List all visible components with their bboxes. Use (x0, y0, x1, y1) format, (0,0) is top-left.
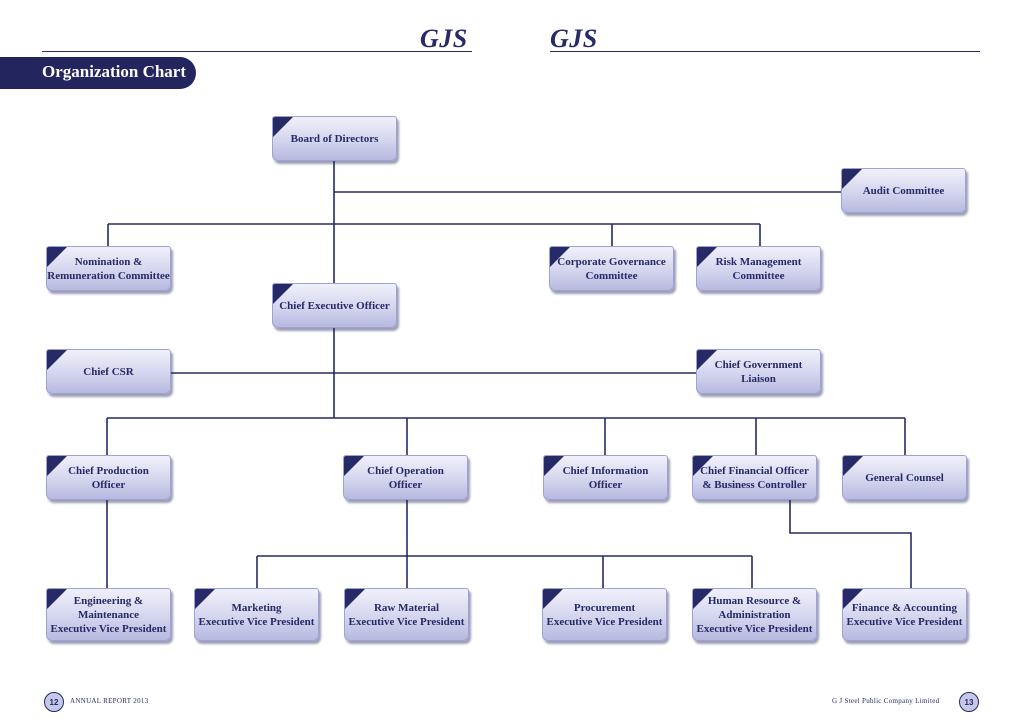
node-label: Chief Financial Officer & Business Contr… (700, 464, 809, 491)
node-label: Audit Committee (862, 184, 945, 197)
node-label: Nomination & Remuneration Committee (47, 255, 170, 282)
node-marketing-evp: Marketing Executive Vice President (194, 588, 319, 641)
node-chief-government-liaison: Chief Government Liaison (696, 349, 821, 394)
node-label: Chief Production Officer (68, 464, 149, 491)
node-label: Procurement Executive Vice President (546, 601, 663, 628)
node-label: Board of Directors (290, 132, 379, 145)
node-label: Corporate Governance Committee (557, 255, 666, 282)
node-chief-information-officer: Chief Information Officer (543, 455, 668, 500)
node-finance-evp: Finance & Accounting Executive Vice Pres… (842, 588, 967, 641)
node-chief-executive-officer: Chief Executive Officer (272, 283, 397, 328)
node-engineering-evp: Engineering & Maintenance Executive Vice… (46, 588, 171, 641)
node-label: Raw Material Executive Vice President (348, 601, 465, 628)
company-logo-right: GJS (550, 24, 598, 53)
node-chief-csr: Chief CSR (46, 349, 171, 394)
page-number-left: 12 (44, 692, 64, 712)
node-label: Chief Operation Officer (367, 464, 444, 491)
node-label: Chief Executive Officer (279, 299, 390, 312)
page-number-right: 13 (959, 692, 979, 712)
node-label: Chief CSR (83, 365, 134, 378)
header-rule-right (550, 51, 980, 52)
node-nomination-committee: Nomination & Remuneration Committee (46, 246, 171, 291)
node-risk-committee: Risk Management Committee (696, 246, 821, 291)
footer-company-name: G J Steel Public Company Limited (832, 697, 940, 705)
node-chief-production-officer: Chief Production Officer (46, 455, 171, 500)
node-label: Chief Government Liaison (714, 358, 803, 385)
node-audit-committee: Audit Committee (841, 168, 966, 213)
node-label: Finance & Accounting Executive Vice Pres… (846, 601, 963, 628)
node-board-of-directors: Board of Directors (272, 116, 397, 161)
node-chief-operation-officer: Chief Operation Officer (343, 455, 468, 500)
node-label: Marketing Executive Vice President (198, 601, 315, 628)
page-title: Organization Chart (42, 62, 187, 81)
node-label: Risk Management Committee (715, 255, 802, 282)
header-rule-left (42, 51, 472, 52)
node-hr-evp: Human Resource & Administration Executiv… (692, 588, 817, 641)
page-title-tab (0, 57, 196, 89)
connector-finance (789, 500, 912, 588)
node-label: Engineering & Maintenance Executive Vice… (50, 594, 167, 635)
node-general-counsel: General Counsel (842, 455, 967, 500)
node-label: General Counsel (865, 471, 944, 484)
node-raw-material-evp: Raw Material Executive Vice President (344, 588, 469, 641)
node-procurement-evp: Procurement Executive Vice President (542, 588, 667, 641)
company-logo-left: GJS (420, 24, 468, 53)
node-chief-financial-officer: Chief Financial Officer & Business Contr… (692, 455, 817, 500)
node-label: Human Resource & Administration Executiv… (696, 594, 813, 635)
node-governance-committee: Corporate Governance Committee (549, 246, 674, 291)
node-label: Chief Information Officer (562, 464, 649, 491)
footer-report-label: ANNUAL REPORT 2013 (70, 697, 149, 705)
